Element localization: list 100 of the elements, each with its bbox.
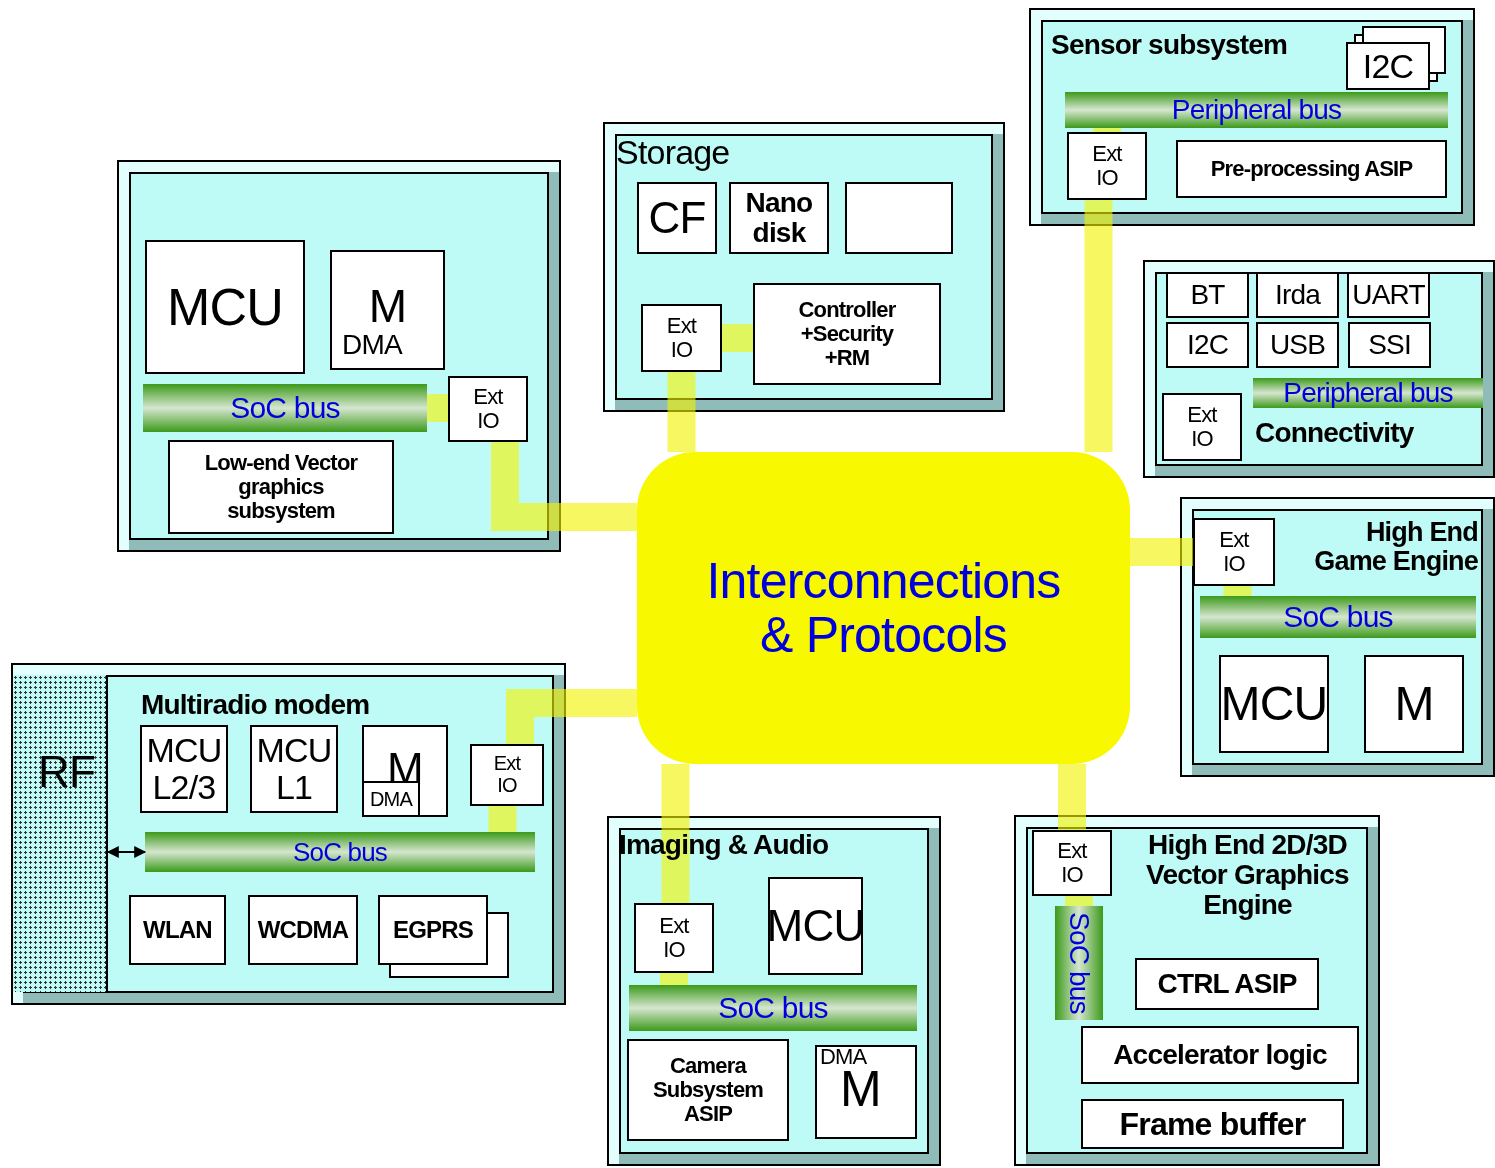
block-box: [845, 182, 953, 254]
io-port-box: [641, 304, 722, 372]
block-box: [1081, 1026, 1359, 1084]
subsystem-panel: [1029, 8, 1475, 226]
block-label: MCU L2/3: [145, 732, 223, 806]
bus-bar: [629, 985, 917, 1031]
subsystem-panel: [603, 122, 1005, 412]
io-port-box: [1193, 518, 1275, 586]
block-label: USB: [1269, 329, 1326, 361]
block-box: [378, 895, 488, 965]
io-port-box: [448, 376, 528, 442]
bus-connection: [1065, 896, 1093, 906]
bus-connection: [660, 973, 688, 985]
bus-connection: [427, 394, 448, 422]
panel-title: Storage: [616, 134, 730, 171]
port-label: Ext IO: [472, 385, 505, 433]
block-label: M: [1394, 678, 1434, 730]
section-label: RF: [38, 748, 96, 796]
block-box: [1347, 272, 1430, 318]
bus-label: SoC bus: [292, 837, 388, 867]
block-box: [1256, 322, 1339, 368]
io-port-box: [470, 744, 544, 806]
bus-label: SoC bus: [230, 391, 340, 425]
block-box: [250, 725, 338, 813]
block-label: MCU: [167, 278, 283, 336]
block-label: CTRL ASIP: [1157, 968, 1297, 1000]
block-label: Pre-processing ASIP: [1210, 157, 1413, 181]
block-label: MCU: [766, 902, 865, 950]
subsystem-panel: [1143, 260, 1495, 478]
panel-title: High End Game Engine: [1313, 518, 1478, 577]
block-label: Nano disk: [744, 187, 814, 249]
block-box: [637, 182, 717, 254]
subsystem-panel: [117, 160, 561, 552]
io-port-box: [1067, 132, 1147, 200]
port-label: Ext IO: [1091, 142, 1124, 190]
subsystem-panel: [1014, 815, 1380, 1166]
port-label: Ext IO: [1056, 839, 1089, 887]
bus-connection: [488, 806, 517, 832]
bus-connection: [1130, 538, 1193, 566]
bus-bar: [1065, 92, 1448, 128]
block-label: Accelerator logic: [1113, 1039, 1327, 1071]
bus-connection: [722, 324, 753, 352]
block-box: [129, 895, 226, 965]
block-label: WCDMA: [257, 917, 349, 943]
bus-bar: [145, 832, 535, 872]
panel-title: High End 2D/3D Vector Graphics Engine: [1145, 830, 1350, 921]
block-label: M: [367, 282, 408, 332]
block-label: CF: [648, 194, 706, 242]
port-label: Ext IO: [665, 314, 698, 362]
bus-connection: [667, 372, 696, 452]
double-arrow: [106, 846, 147, 858]
bus-label: SoC bus: [1063, 912, 1095, 1014]
block-label: UART: [1352, 279, 1425, 311]
bus-bar: [1200, 596, 1476, 638]
block-box: [1346, 42, 1430, 90]
panel-title: Multiradio modem: [141, 690, 370, 721]
block-label: Controller +Security +RM: [797, 298, 897, 370]
block-label: I2C: [1362, 47, 1414, 85]
block-box: [1166, 272, 1249, 318]
bus-bar: [1055, 906, 1103, 1020]
block-label: DMA: [362, 781, 420, 817]
block-label: WLAN: [143, 917, 212, 943]
block-label: BT: [1190, 279, 1225, 311]
block-label: SSI: [1368, 329, 1411, 361]
hub-title: Interconnections & Protocols: [705, 554, 1062, 662]
block-box: [1166, 322, 1249, 368]
bus-connection: [1084, 200, 1113, 452]
bus-label: Peripheral bus: [1171, 94, 1342, 126]
subsystem-panel: [607, 816, 941, 1166]
interconnect-hub: [637, 452, 1130, 764]
bus-label: Peripheral bus: [1283, 377, 1453, 409]
block-box: [1176, 140, 1447, 198]
block-box: [1256, 272, 1339, 318]
io-port-box: [1032, 830, 1112, 896]
block-box: [768, 877, 863, 975]
block-box: [753, 283, 941, 385]
port-label: Ext IO: [1186, 403, 1219, 451]
block-box: [140, 725, 228, 813]
block-label: MCU: [1220, 678, 1328, 730]
panel-title: Sensor subsystem: [1051, 30, 1288, 61]
bus-connection: [661, 764, 690, 903]
block-box: [1081, 1099, 1344, 1149]
block-box: [1348, 322, 1431, 368]
block-label: Irda: [1274, 279, 1321, 311]
block-label: Frame buffer: [1119, 1106, 1306, 1142]
block-box: [330, 250, 445, 370]
bus-bar: [1253, 378, 1483, 408]
port-label: Ext IO: [492, 753, 522, 797]
bus-connection: [1058, 764, 1086, 830]
port-label: Ext IO: [1218, 528, 1251, 576]
block-box: [145, 240, 305, 374]
rf-section: [13, 675, 108, 992]
block-box: [627, 1039, 789, 1141]
bus-bar: [143, 384, 427, 432]
bus-connection: [1093, 128, 1121, 132]
block-box: [362, 725, 448, 817]
io-port-box: [634, 903, 714, 973]
panel-title: Connectivity: [1255, 418, 1414, 449]
block-box: [815, 1045, 917, 1139]
block-label: Low-end Vector graphics subsystem: [203, 451, 359, 523]
